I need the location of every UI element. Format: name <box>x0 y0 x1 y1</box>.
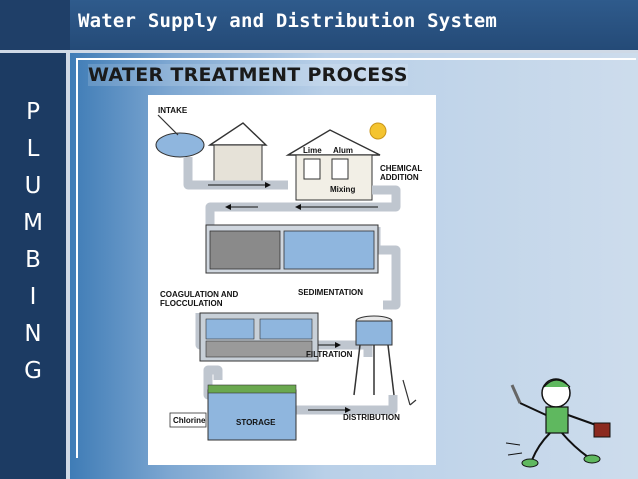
pump-house <box>207 122 268 146</box>
label-filtration: FILTRATION <box>306 350 353 359</box>
label-lime: Lime <box>303 146 322 155</box>
water-tower-icon <box>353 315 395 396</box>
title-bar <box>0 0 638 50</box>
label-chemical-1: CHEMICAL <box>380 164 422 173</box>
slide-title: Water Supply and Distribution System <box>78 10 498 32</box>
label-coagulation-2: FLOCCULATION <box>160 299 223 308</box>
label-mixing: Mixing <box>330 185 355 194</box>
title-bar-corner <box>0 0 70 50</box>
section-heading: WATER TREATMENT PROCESS <box>88 64 408 86</box>
sidebar-letter: B <box>25 247 41 273</box>
sidebar-letter: G <box>24 358 42 384</box>
label-storage: STORAGE <box>236 418 276 427</box>
water-treatment-diagram: INTAKE Lime Alum Mixing CHEMICAL ADDITIO… <box>148 95 436 465</box>
label-distribution: DISTRIBUTION <box>343 413 400 422</box>
sidebar-letter: L <box>26 136 40 162</box>
sidebar-letter: U <box>24 173 42 199</box>
content-frame-top <box>76 58 636 60</box>
plumber-clipart <box>498 365 618 475</box>
sidebar <box>0 53 66 479</box>
vertical-word-plumbing: P L U M B I N G <box>0 94 66 390</box>
sidebar-letter: I <box>29 284 37 310</box>
sidebar-edge <box>66 53 70 479</box>
label-chlorine: Chlorine <box>173 416 206 425</box>
label-intake: INTAKE <box>158 106 188 115</box>
sun-icon <box>369 122 387 140</box>
label-chemical-2: ADDITION <box>380 173 419 182</box>
sidebar-letter: N <box>24 321 42 347</box>
intake-pond <box>155 132 205 158</box>
storage-tank <box>207 389 297 441</box>
label-sedimentation: SEDIMENTATION <box>298 288 363 297</box>
label-coagulation-1: COAGULATION AND <box>160 290 238 299</box>
sidebar-letter: M <box>23 210 43 236</box>
sidebar-letter: P <box>26 99 40 125</box>
content-frame-left <box>76 58 78 458</box>
label-alum: Alum <box>333 146 353 155</box>
title-underline <box>0 50 638 53</box>
